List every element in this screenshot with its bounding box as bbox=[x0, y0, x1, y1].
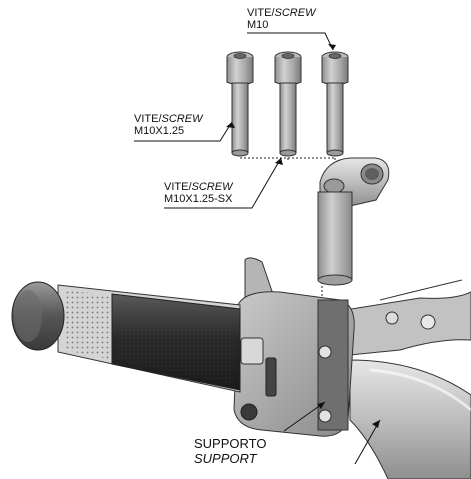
handlebar-tube bbox=[349, 359, 471, 479]
screw-m10x125 bbox=[226, 51, 254, 157]
label-support: SUPPORTO SUPPORT bbox=[194, 436, 267, 466]
label-screw-m10x125: VITE/SCREW M10X1.25 bbox=[134, 113, 203, 137]
screw-m10 bbox=[321, 51, 349, 157]
arrow-heads bbox=[226, 44, 380, 428]
riser-bracket bbox=[317, 157, 390, 286]
screw-m10x125-sx bbox=[274, 51, 302, 157]
brake-lever bbox=[344, 279, 471, 356]
label-screw-m10: VITE/SCREW M10 bbox=[247, 7, 316, 31]
label-screw-m10x125-sx: VITE/SCREW M10X1.25-SX bbox=[164, 181, 233, 205]
handlebar-grip bbox=[11, 281, 241, 393]
switch-housing bbox=[233, 257, 355, 437]
